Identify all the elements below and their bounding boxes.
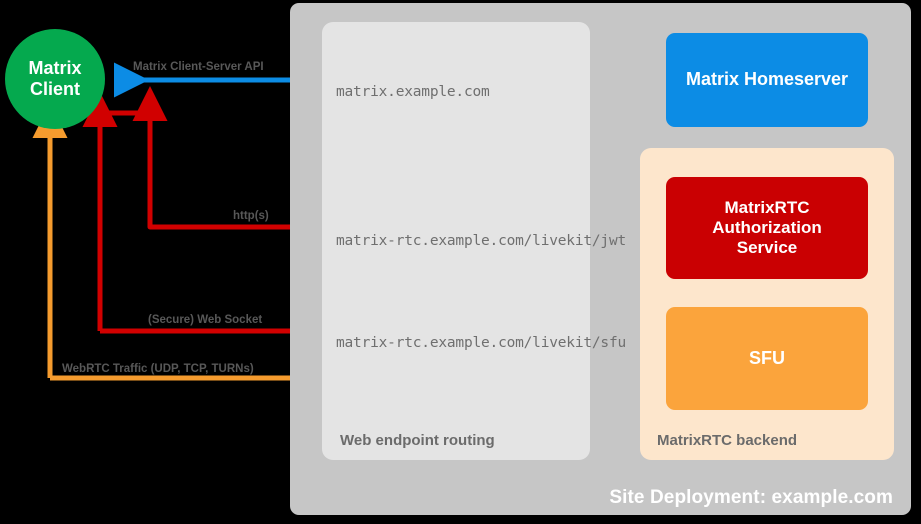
auth-service-label-line2: Authorization — [712, 217, 822, 237]
site-deployment-label: Site Deployment: example.com — [609, 487, 893, 508]
web-endpoint-routing-container: matrix.example.com matrix-rtc.example.co… — [322, 22, 626, 460]
matrixrtc-backend-label: MatrixRTC backend — [657, 432, 798, 449]
edge-label-websocket: (Secure) Web Socket — [148, 314, 263, 326]
auth-service-label-line3: Service — [736, 238, 798, 258]
sfu-node: SFU — [666, 307, 868, 410]
matrix-client-label-line2: Client — [29, 79, 80, 99]
endpoint-url-jwt: matrix-rtc.example.com/livekit/jwt — [336, 233, 627, 249]
edge-label-client-server-api: Matrix Client-Server API — [133, 61, 264, 73]
matrix-homeserver-label: Matrix Homeserver — [685, 69, 849, 90]
matrixrtc-authorization-service-node: MatrixRTC Authorization Service — [666, 177, 868, 279]
auth-service-label-line1: MatrixRTC — [724, 197, 810, 217]
endpoint-url-matrix: matrix.example.com — [336, 84, 490, 100]
matrix-client-label-line1: Matrix — [28, 57, 82, 78]
matrix-homeserver-node: Matrix Homeserver — [666, 33, 868, 127]
sfu-label: SFU — [749, 347, 785, 368]
endpoint-url-sfu: matrix-rtc.example.com/livekit/sfu — [336, 335, 627, 351]
web-endpoint-routing-label: Web endpoint routing — [340, 432, 495, 449]
edge-label-webrtc-traffic: WebRTC Traffic (UDP, TCP, TURNs) — [62, 363, 254, 375]
edge-label-http: http(s) — [233, 210, 269, 222]
matrix-client-node: Matrix Client — [5, 29, 105, 129]
